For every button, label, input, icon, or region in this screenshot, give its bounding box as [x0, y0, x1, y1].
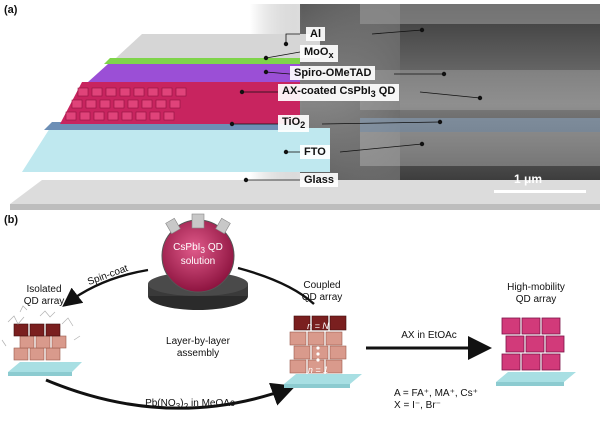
n-top-label: n = N — [307, 321, 329, 331]
scale-bar-label: 1 μm — [514, 172, 543, 186]
spiro-layer — [88, 64, 300, 82]
label-tio2: TiO2 — [278, 115, 310, 133]
coupled-qd-array — [284, 315, 362, 388]
scale-bar — [494, 190, 586, 193]
moox-layer — [104, 58, 300, 64]
label-glass: Glass — [300, 173, 338, 187]
label-qd: AX-coated CsPbI3 QD — [278, 84, 400, 102]
device-stack-illustration — [10, 4, 600, 210]
flask-label: CsPbI3 QD solution — [173, 242, 223, 267]
flask — [148, 213, 248, 310]
pb-step-label: Pb(NO3)2 in MeOAc — [145, 398, 235, 411]
qd-layer — [60, 82, 300, 124]
n-bottom-label: n = 1 — [307, 365, 329, 375]
composition-note: A = FA⁺, MA⁺, Cs⁺ X = I⁻, Br⁻ — [394, 388, 478, 411]
panel-a: (a) Al MoOx Spiro-OMeTAD AX-coated CsPbI… — [0, 0, 600, 210]
label-spiro: Spiro-OMeTAD — [290, 66, 376, 80]
isolated-qd-array — [1, 305, 82, 376]
panel-a-tag: (a) — [4, 4, 18, 16]
pb-step-arrow — [45, 378, 296, 410]
fto-layer — [22, 128, 330, 172]
panel-b-tag: (b) — [4, 214, 19, 226]
process-diagram — [1, 213, 576, 410]
ax-step-label: AX in EtOAc — [401, 330, 457, 341]
flask-to-coupled-arc — [237, 266, 315, 305]
al-layer — [116, 34, 320, 58]
high-mobility-qd-array — [496, 317, 576, 386]
label-fto: FTO — [300, 145, 330, 159]
glass-layer — [10, 180, 600, 204]
label-al: Al — [306, 27, 325, 41]
spin-coat-arrow — [62, 268, 149, 307]
panel-b: (b) CsPbI3 QD solution Spin-coat Isolate… — [0, 212, 600, 432]
label-moox: MoOx — [300, 45, 338, 63]
